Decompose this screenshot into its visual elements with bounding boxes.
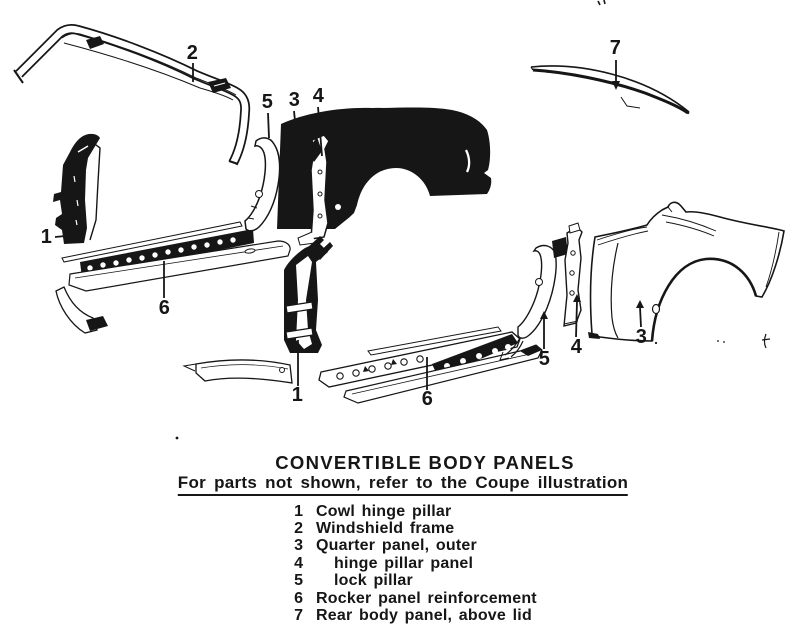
callout-rocker-left: 6	[158, 297, 170, 319]
cowl-hinge-pillar-right-drawing	[284, 236, 333, 353]
hinge-pillar-panel-left-drawing	[297, 134, 330, 246]
part-row-cowl-hinge-pillar: 1 Cowl hinge pillar	[0, 503, 800, 520]
legend-subtitle: For parts not shown, refer to the Coupe …	[177, 473, 629, 496]
part-number: 3	[294, 537, 303, 555]
rocker-reinforcement-right-drawing	[182, 326, 543, 404]
callout-rear-body-panel: 7	[609, 37, 621, 59]
part-label: Quarter panel, outer	[316, 537, 477, 555]
part-label: Windshield frame	[316, 520, 455, 538]
part-number: 4	[294, 554, 303, 572]
part-number: 2	[294, 520, 303, 538]
quarter-panel-left-drawing	[277, 107, 492, 229]
leader-arrowheads	[540, 81, 644, 319]
part-row-hinge-pillar-panel: 4 hinge pillar panel	[0, 555, 800, 572]
callout-windshield-frame: 2	[186, 42, 198, 64]
part-label: Cowl hinge pillar	[316, 502, 452, 520]
part-number: 1	[294, 502, 303, 520]
print-noise	[175, 0, 771, 440]
quarter-panel-right-drawing	[588, 201, 785, 342]
part-label: lock pillar	[334, 572, 413, 590]
callout-lock-pillar-right: 5	[538, 348, 550, 370]
callout-lock-pillar-left: 5	[261, 91, 273, 113]
callout-cowl-hinge-pillar-right: 1	[291, 384, 303, 406]
part-row-windshield-frame: 2 Windshield frame	[0, 520, 800, 537]
callout-cowl-hinge-pillar-left: 1	[40, 226, 52, 248]
lock-pillar-right-drawing	[499, 244, 557, 361]
part-number: 7	[294, 607, 303, 625]
callout-quarter-panel-left: 3	[288, 89, 300, 111]
leader-lines	[54, 60, 642, 390]
part-number: 5	[294, 572, 303, 590]
part-label: Rocker panel reinforcement	[316, 589, 537, 607]
legend-title: CONVERTIBLE BODY PANELS	[275, 452, 575, 473]
part-row-rear-body-panel: 7 Rear body panel, above lid	[0, 607, 800, 624]
lock-pillar-left-drawing	[244, 137, 281, 232]
rear-body-panel-drawing	[530, 65, 690, 115]
callout-rocker-right: 6	[421, 388, 433, 410]
rocker-reinforcement-left-drawing	[55, 221, 291, 334]
part-label: Rear body panel, above lid	[316, 607, 532, 625]
part-label: hinge pillar panel	[334, 554, 474, 572]
cowl-hinge-pillar-left-drawing	[53, 133, 101, 244]
part-row-quarter-panel-outer: 3 Quarter panel, outer	[0, 537, 800, 555]
callout-hinge-pillar-panel-right: 4	[570, 336, 582, 358]
windshield-frame-drawing	[13, 24, 251, 166]
callout-hinge-pillar-panel-left: 4	[312, 85, 324, 107]
callout-quarter-panel-right: 3	[635, 326, 647, 348]
part-number: 6	[294, 589, 303, 607]
parts-list: 1 Cowl hinge pillar 2 Windshield frame 3…	[0, 503, 800, 625]
part-row-lock-pillar: 5 lock pillar	[0, 572, 800, 590]
part-row-rocker-panel-reinforcement: 6 Rocker panel reinforcement	[0, 590, 800, 607]
